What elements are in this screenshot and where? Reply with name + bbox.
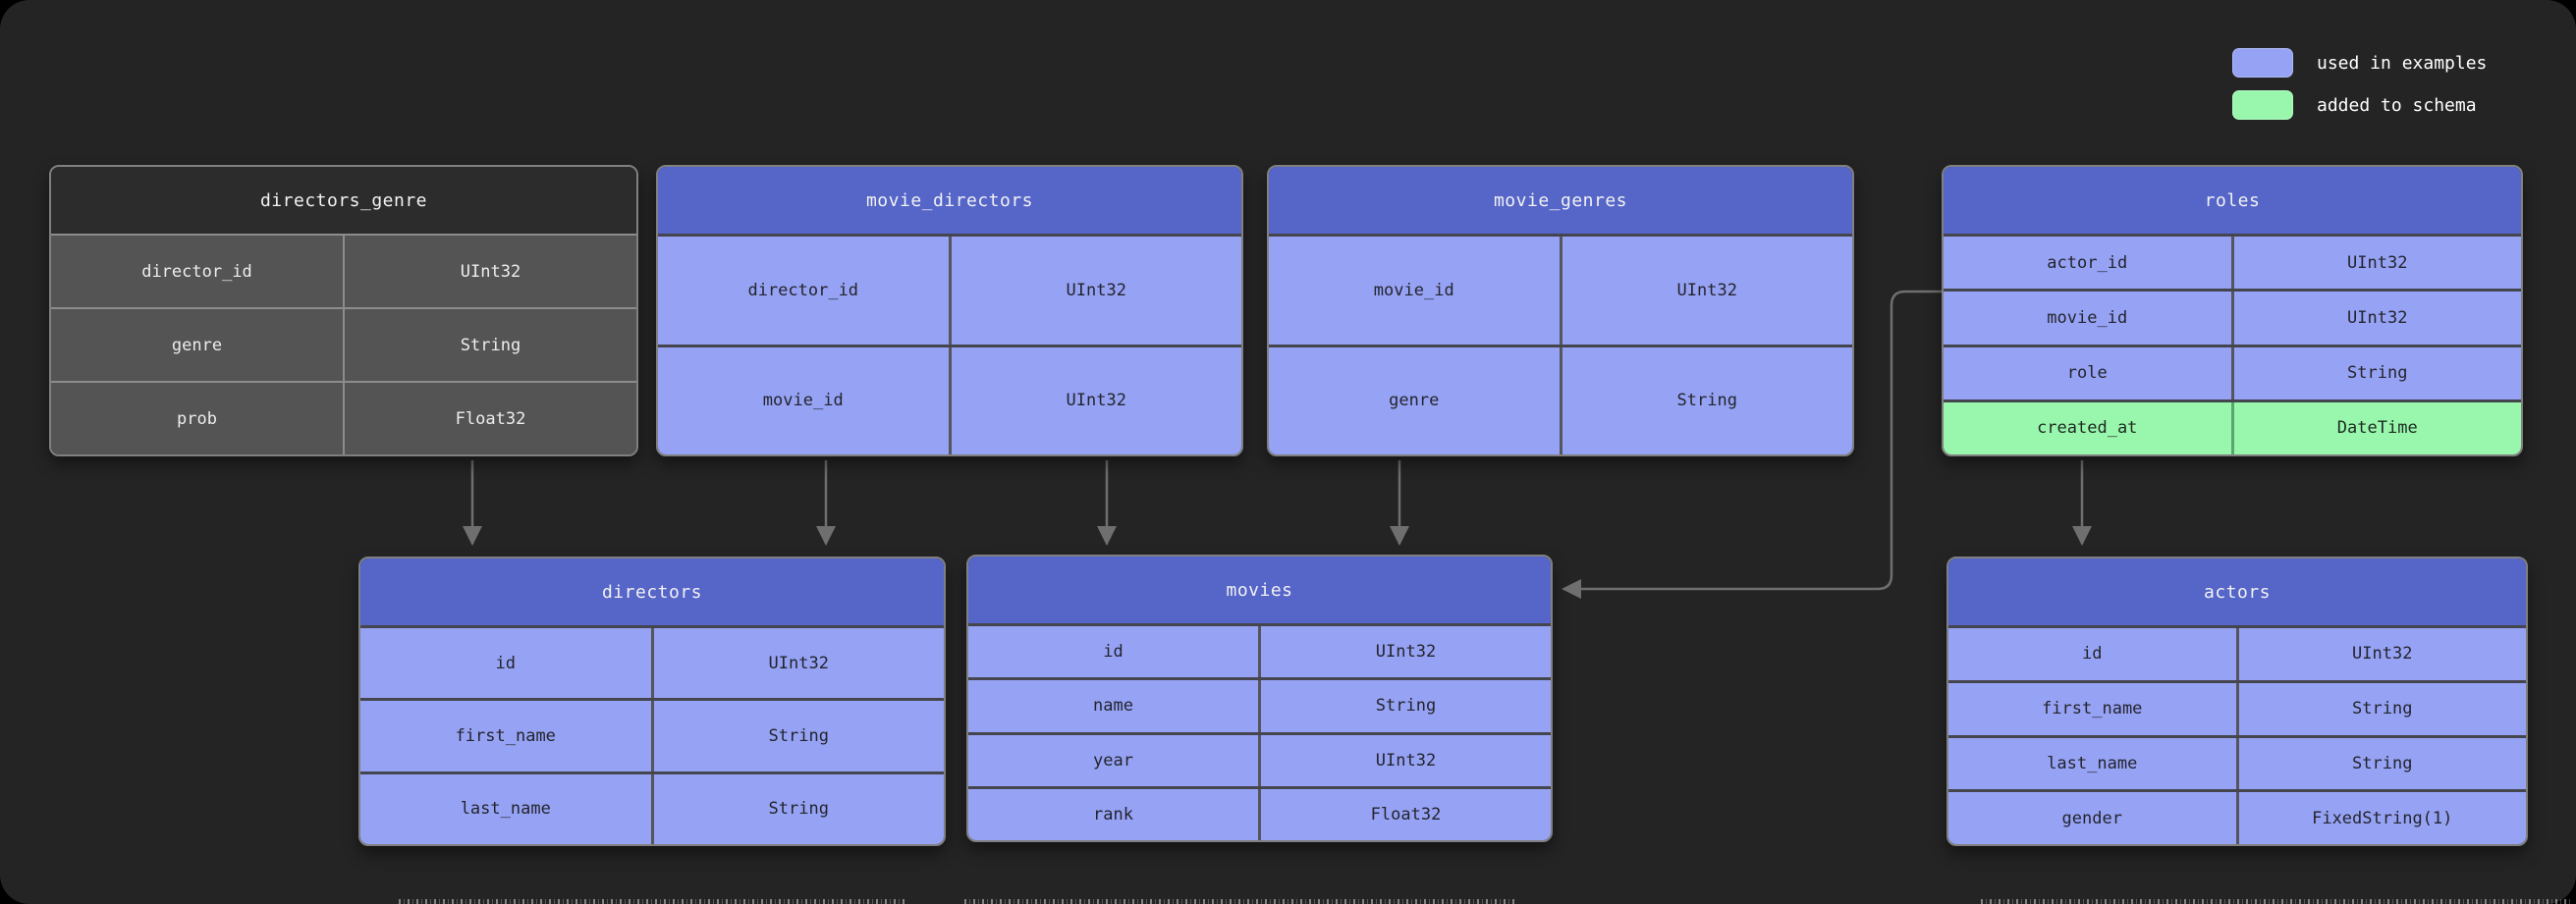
column-type: Float32 <box>1370 804 1442 824</box>
column-name: id <box>968 626 1261 678</box>
column-name: gender <box>1948 792 2239 844</box>
column-type: String <box>768 725 829 746</box>
column-name: name <box>968 680 1261 732</box>
column-name: genre <box>51 309 345 381</box>
column-type: String <box>460 335 521 355</box>
column-name: first_name <box>1948 682 2239 735</box>
column-name: last_name <box>1948 737 2239 790</box>
legend-item-added-to-schema: added to schema <box>2232 90 2487 120</box>
column-name: year <box>968 734 1261 786</box>
table-roles-title: roles <box>1944 167 2521 237</box>
column-type: UInt32 <box>1676 280 1737 300</box>
cropped-text-artifact <box>1981 899 2570 904</box>
column-type: UInt32 <box>2347 252 2408 273</box>
column-name: id <box>1948 628 2239 680</box>
table-actors-row-first_name: first_name String <box>1948 679 2526 735</box>
table-movies-row-name: name String <box>968 677 1551 732</box>
table-movies-row-rank: rank Float32 <box>968 785 1551 840</box>
column-name: rank <box>968 788 1261 840</box>
column-type: UInt32 <box>768 653 829 673</box>
table-actors-row-gender: gender FixedString(1) <box>1948 789 2526 844</box>
column-type: String <box>1375 696 1437 717</box>
column-type: UInt32 <box>2352 644 2413 665</box>
table-actors-row-last_name: last_name String <box>1948 734 2526 790</box>
table-movie_genres-title: movie_genres <box>1269 167 1852 237</box>
table-actors-title: actors <box>1948 558 2526 628</box>
table-movie_directors-row-director_id: director_id UInt32 <box>658 237 1241 345</box>
table-directors_genre-row-director_id: director_id UInt32 <box>51 236 636 307</box>
column-name: last_name <box>360 773 654 844</box>
column-type: UInt32 <box>460 261 521 282</box>
column-name: director_id <box>51 236 345 307</box>
column-type: String <box>2347 363 2408 384</box>
column-type: FixedString(1) <box>2312 808 2453 828</box>
table-actors-row-id: id UInt32 <box>1948 628 2526 680</box>
legend-swatch-added-to-schema <box>2232 90 2293 120</box>
column-name: movie_id <box>1269 237 1562 345</box>
table-movies-row-year: year UInt32 <box>968 731 1551 786</box>
column-name: actor_id <box>1944 237 2234 290</box>
column-type: String <box>1676 391 1737 411</box>
column-type: UInt32 <box>1375 750 1437 771</box>
table-movie_genres-row-movie_id: movie_id UInt32 <box>1269 237 1852 345</box>
legend-swatch-used-in-examples <box>2232 48 2293 78</box>
column-name: movie_id <box>658 346 952 454</box>
table-directors-row-first_name: first_name String <box>360 698 944 771</box>
column-type: UInt32 <box>1066 280 1126 300</box>
column-type: String <box>2352 699 2413 719</box>
column-name: movie_id <box>1944 292 2234 345</box>
column-name: role <box>1944 346 2234 399</box>
legend-item-used-in-examples: used in examples <box>2232 48 2487 78</box>
table-directors_genre-row-genre: genre String <box>51 307 636 381</box>
table-directors-title: directors <box>360 558 944 628</box>
column-name: genre <box>1269 346 1562 454</box>
column-type: String <box>768 799 829 820</box>
table-movies-title: movies <box>968 557 1551 626</box>
table-directors-row-last_name: last_name String <box>360 771 944 844</box>
table-movie_directors-title: movie_directors <box>658 167 1241 237</box>
column-name: prob <box>51 383 345 454</box>
legend-label-used-in-examples: used in examples <box>2317 52 2488 74</box>
column-name: director_id <box>658 237 952 345</box>
cropped-text-artifact <box>964 899 1517 904</box>
column-name: id <box>360 628 654 699</box>
legend: used in examples added to schema <box>2232 48 2487 120</box>
column-type: UInt32 <box>1375 642 1437 663</box>
table-movie_directors-row-movie_id: movie_id UInt32 <box>658 344 1241 454</box>
column-type: Float32 <box>455 408 526 429</box>
column-type: UInt32 <box>2347 307 2408 328</box>
table-roles-row-created_at: created_at DateTime <box>1944 399 2521 454</box>
table-roles-row-actor_id: actor_id UInt32 <box>1944 237 2521 290</box>
column-type: DateTime <box>2336 418 2418 439</box>
column-name: first_name <box>360 701 654 771</box>
table-movies-row-id: id UInt32 <box>968 626 1551 678</box>
table-roles-row-movie_id: movie_id UInt32 <box>1944 289 2521 345</box>
cropped-text-artifact <box>399 899 907 904</box>
table-directors_genre-title: directors_genre <box>51 167 636 236</box>
table-directors_genre-row-prob: prob Float32 <box>51 381 636 454</box>
column-type: String <box>2352 753 2413 773</box>
table-movie_genres-row-genre: genre String <box>1269 344 1852 454</box>
table-directors-row-id: id UInt32 <box>360 628 944 699</box>
legend-label-added-to-schema: added to schema <box>2317 94 2477 116</box>
table-roles-row-role: role String <box>1944 344 2521 399</box>
column-type: UInt32 <box>1066 391 1126 411</box>
column-name: created_at <box>1944 401 2234 454</box>
